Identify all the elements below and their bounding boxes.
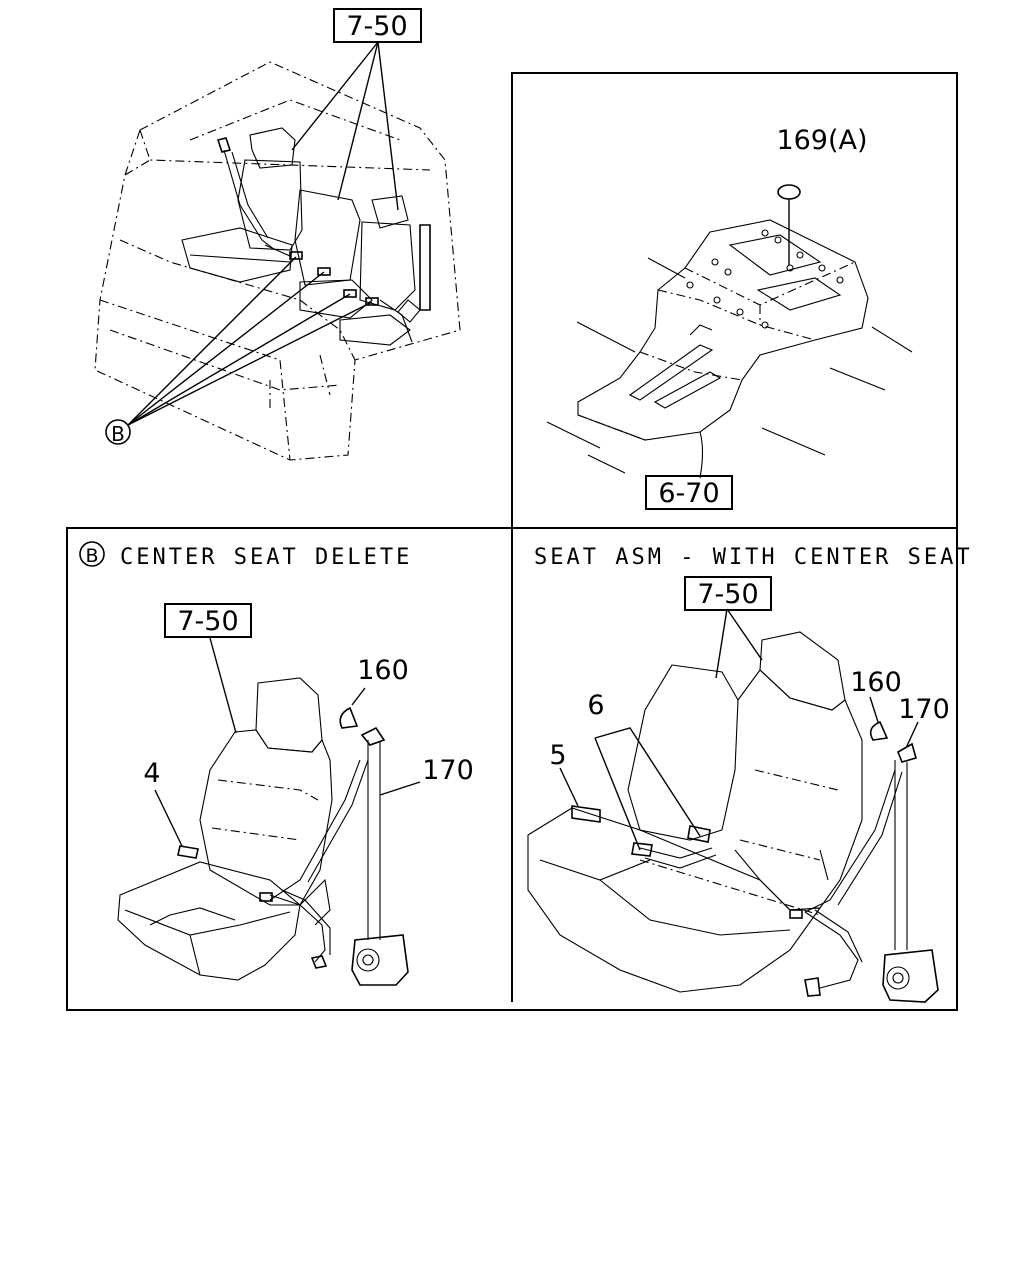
part-label-5: 5 bbox=[549, 740, 566, 771]
console-illustration bbox=[546, 184, 913, 479]
ref-label-top: 7-50 bbox=[346, 11, 407, 42]
part-label-169a: 169(A) bbox=[776, 125, 867, 156]
part-label-160-left: 160 bbox=[357, 655, 409, 686]
part-label-170-right: 170 bbox=[898, 694, 950, 725]
part-label-4: 4 bbox=[143, 758, 160, 789]
single-seat-illustration bbox=[117, 637, 421, 986]
panel-frames bbox=[66, 72, 958, 1011]
ref-box-console bbox=[645, 475, 733, 510]
ref-label-left: 7-50 bbox=[177, 606, 238, 637]
bench-seat-illustration bbox=[527, 608, 939, 1003]
circle-b-letter: B bbox=[111, 422, 125, 446]
ref-box-top bbox=[333, 8, 422, 43]
part-label-160-right: 160 bbox=[850, 667, 902, 698]
part-label-6: 6 bbox=[587, 690, 604, 721]
caption-center-seat-delete: CENTER SEAT DELETE bbox=[120, 545, 412, 570]
caption-badge-letter: B bbox=[85, 545, 98, 567]
ref-box-right bbox=[684, 576, 772, 611]
cab-interior-illustration bbox=[94, 41, 461, 461]
part-label-170-left: 170 bbox=[422, 755, 474, 786]
caption-badge-b bbox=[79, 541, 105, 567]
ref-label-console: 6-70 bbox=[658, 478, 719, 509]
circle-b-marker bbox=[105, 419, 131, 445]
caption-seat-asm-center: SEAT ASM - WITH CENTER SEAT bbox=[534, 545, 973, 570]
ref-label-right: 7-50 bbox=[697, 579, 758, 610]
ref-box-left bbox=[164, 603, 252, 638]
